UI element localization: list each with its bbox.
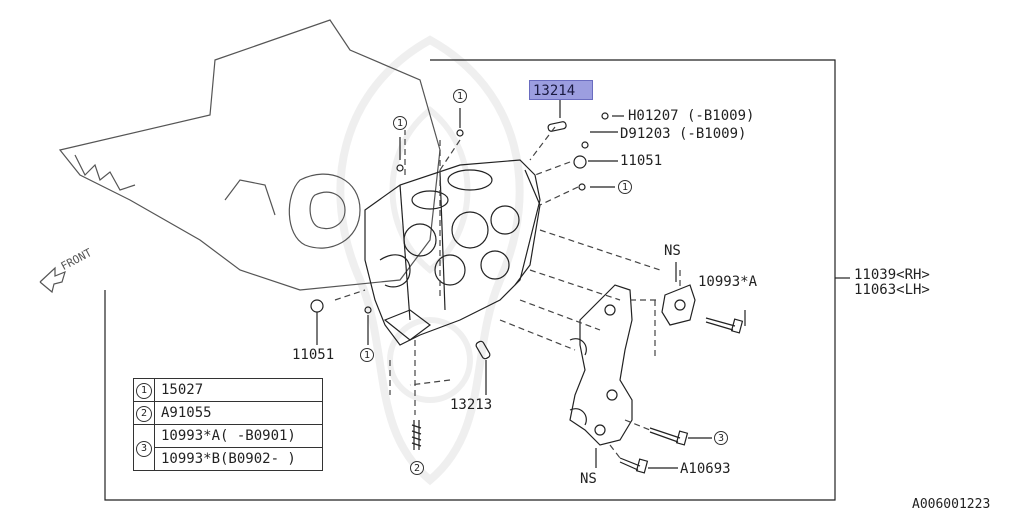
- part-label-11051-top[interactable]: 11051: [620, 153, 663, 169]
- part-label-d91203[interactable]: D91203 (-B1009): [620, 126, 747, 142]
- plug-11051-left: [310, 299, 324, 313]
- ns-label-top: NS: [664, 243, 681, 259]
- legend-num-3: 3: [136, 440, 152, 457]
- circle-mark-1-bottom[interactable]: 1: [360, 348, 374, 362]
- circle-mark-1-right[interactable]: 1: [618, 180, 632, 194]
- engine-block: [58, 19, 441, 291]
- diagram-reference-code: A006001223: [912, 497, 991, 512]
- legend-row-3b: 10993*B(B0902- ): [134, 447, 323, 471]
- dowel-13214: [547, 121, 567, 132]
- circle-mark-3[interactable]: 3: [714, 431, 728, 445]
- part-label-10993a[interactable]: 10993*A: [698, 274, 758, 290]
- part-label-13213[interactable]: 13213: [450, 397, 493, 413]
- plug-11051-top: [573, 155, 587, 169]
- part-label-11063-lh[interactable]: 11063<LH>: [854, 282, 930, 298]
- cylinder-head: [364, 159, 541, 346]
- legend-part-a91055[interactable]: A91055: [154, 401, 323, 425]
- part-label-h01207[interactable]: H01207 (-B1009): [628, 108, 755, 124]
- legend-row-2: 2 A91055: [133, 401, 323, 425]
- bolt-10993a: [705, 317, 736, 331]
- legend-row-1: 1 15027: [133, 378, 323, 402]
- part-label-11051-left[interactable]: 11051: [292, 347, 335, 363]
- camshaft-carrier: [569, 284, 633, 446]
- legend-part-10993b[interactable]: 10993*B(B0902- ): [154, 447, 323, 471]
- part-label-11039-rh[interactable]: 11039<RH>: [854, 267, 930, 283]
- circle-mark-1-mid[interactable]: 1: [393, 116, 407, 130]
- legend-table: 1 15027 2 A91055 3 10993*A( -B0901) 1099…: [133, 378, 323, 471]
- frame-line: [104, 59, 836, 501]
- legend-part-10993a[interactable]: 10993*A( -B0901): [154, 424, 323, 448]
- legend-num-1: 1: [136, 383, 152, 399]
- legend-num-2: 2: [136, 406, 152, 422]
- ns-label-bottom: NS: [580, 471, 597, 487]
- bolt-3: [649, 427, 681, 443]
- legend-row-3a: 3 10993*A( -B0901): [133, 424, 323, 471]
- bolt-a10693: [619, 457, 641, 471]
- circle-mark-1-top[interactable]: 1: [453, 89, 467, 103]
- front-arrow-icon: [39, 266, 66, 294]
- part-label-a10693[interactable]: A10693: [680, 461, 731, 477]
- part-label-13214-highlighted[interactable]: 13214: [529, 80, 593, 100]
- legend-part-15027[interactable]: 15027: [154, 378, 323, 402]
- circle-mark-2[interactable]: 2: [410, 461, 424, 475]
- ns-cap-top: [661, 284, 696, 326]
- dowel-13213: [475, 340, 491, 360]
